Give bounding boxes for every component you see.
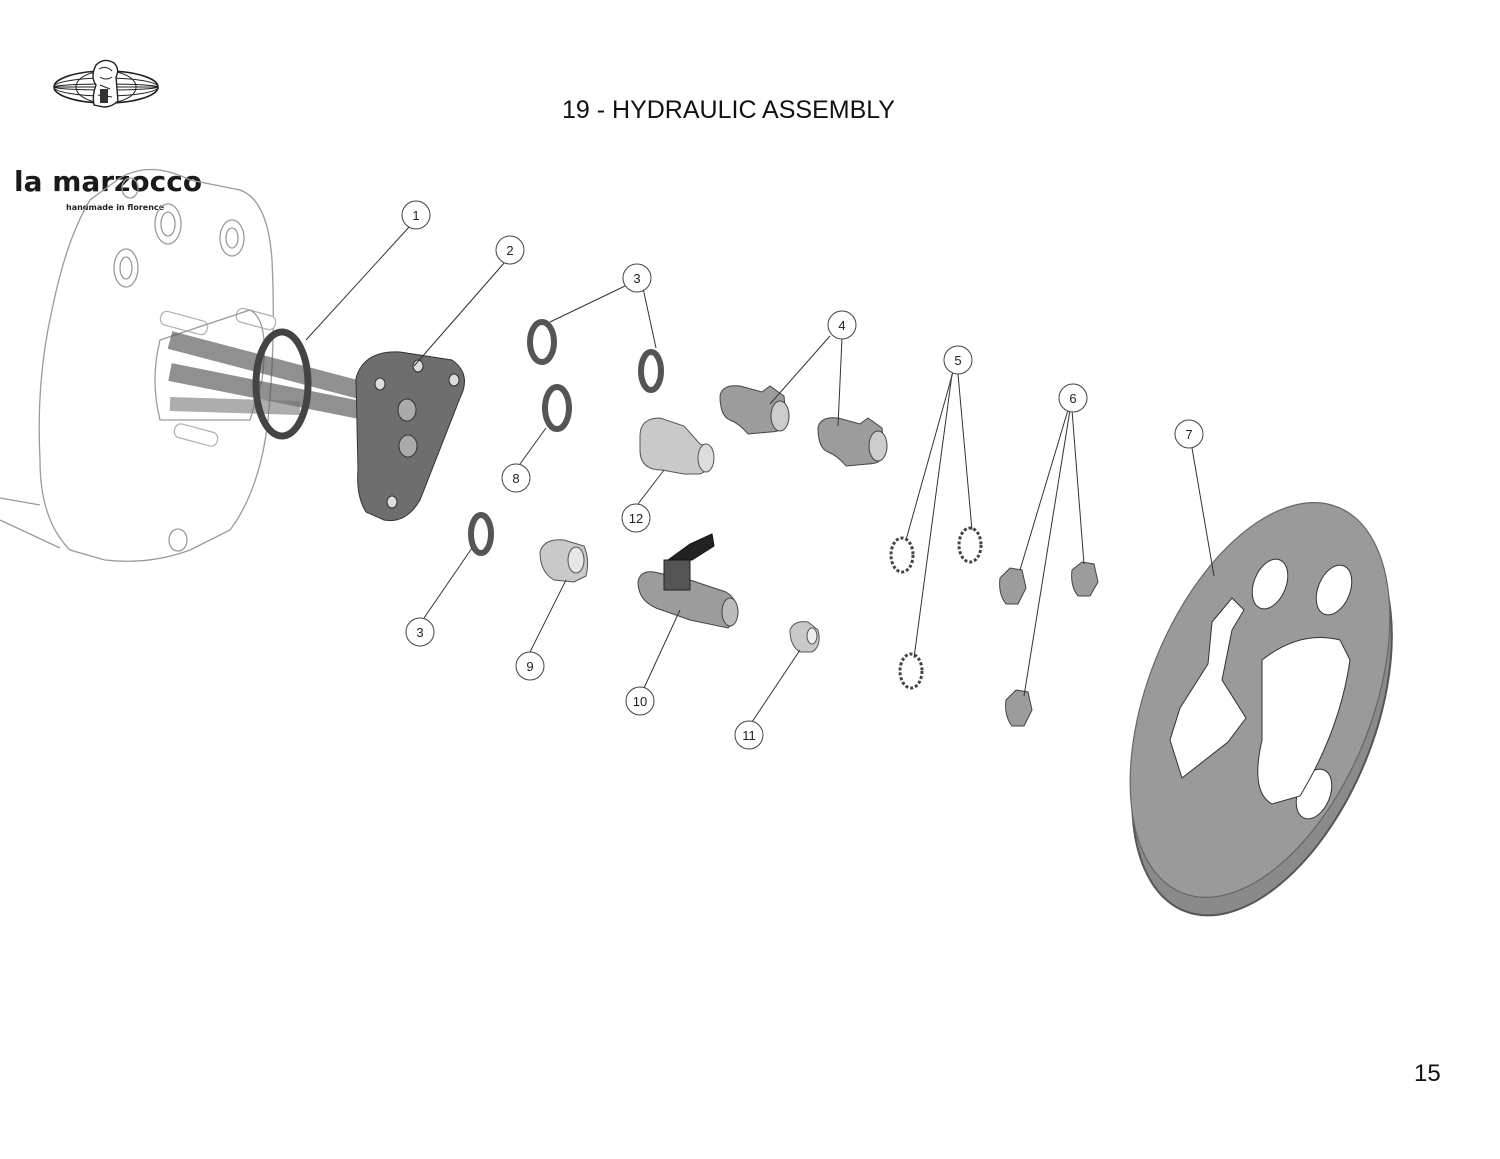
callout-11-label: 11 [742, 728, 756, 743]
callout-6-label: 6 [1069, 391, 1076, 406]
part-5-lock-washers [889, 526, 983, 690]
part-1-gasket-ring [167, 328, 363, 440]
callout-3-top-label: 3 [633, 271, 640, 286]
part-4-union-fittings [719, 385, 888, 467]
brand-name: la marzocco [14, 165, 203, 198]
part-2-triangular-flange [355, 351, 465, 522]
callout-3-bottom-label: 3 [416, 625, 423, 640]
callout-4: 4 [827, 310, 857, 340]
callout-11: 11 [734, 720, 764, 750]
part-8-washer [542, 384, 572, 432]
callout-10-label: 10 [633, 694, 647, 709]
part-6-hex-nuts [999, 561, 1099, 727]
callout-12-label: 12 [629, 511, 643, 526]
part-10-ball-valve [637, 533, 739, 629]
part-3-washer-set [468, 319, 664, 556]
callout-1: 1 [401, 200, 431, 230]
boiler-end-plate [0, 168, 277, 562]
brand-logo: la marzocco handmade in florence [0, 55, 215, 212]
callout-5: 5 [943, 345, 973, 375]
callout-3-bottom: 3 [405, 617, 435, 647]
part-7-gasket-disc [1129, 502, 1393, 917]
callout-4-label: 4 [838, 318, 845, 333]
brand-tagline: handmade in florence [66, 203, 165, 212]
part-11-plug [789, 621, 820, 653]
page-number: 15 [1414, 1060, 1441, 1087]
callout-1-label: 1 [412, 208, 419, 223]
page-title: 19 - HYDRAULIC ASSEMBLY [562, 96, 895, 124]
part-12-fitting [639, 417, 715, 475]
callout-2-label: 2 [506, 243, 513, 258]
callout-8: 8 [501, 463, 531, 493]
leader-lines [305, 225, 1215, 723]
callout-9-label: 9 [526, 659, 533, 674]
callout-6: 6 [1058, 383, 1088, 413]
marzocco-lion-globe-icon [53, 59, 159, 108]
callout-3-top: 3 [622, 263, 652, 293]
part-9-bushing [539, 539, 589, 583]
callout-10: 10 [625, 686, 655, 716]
callout-5-label: 5 [954, 353, 961, 368]
callout-2: 2 [495, 235, 525, 265]
callout-7-label: 7 [1185, 427, 1192, 442]
callout-9: 9 [515, 651, 545, 681]
callout-8-label: 8 [512, 471, 519, 486]
callout-12: 12 [621, 503, 651, 533]
callout-7: 7 [1174, 419, 1204, 449]
